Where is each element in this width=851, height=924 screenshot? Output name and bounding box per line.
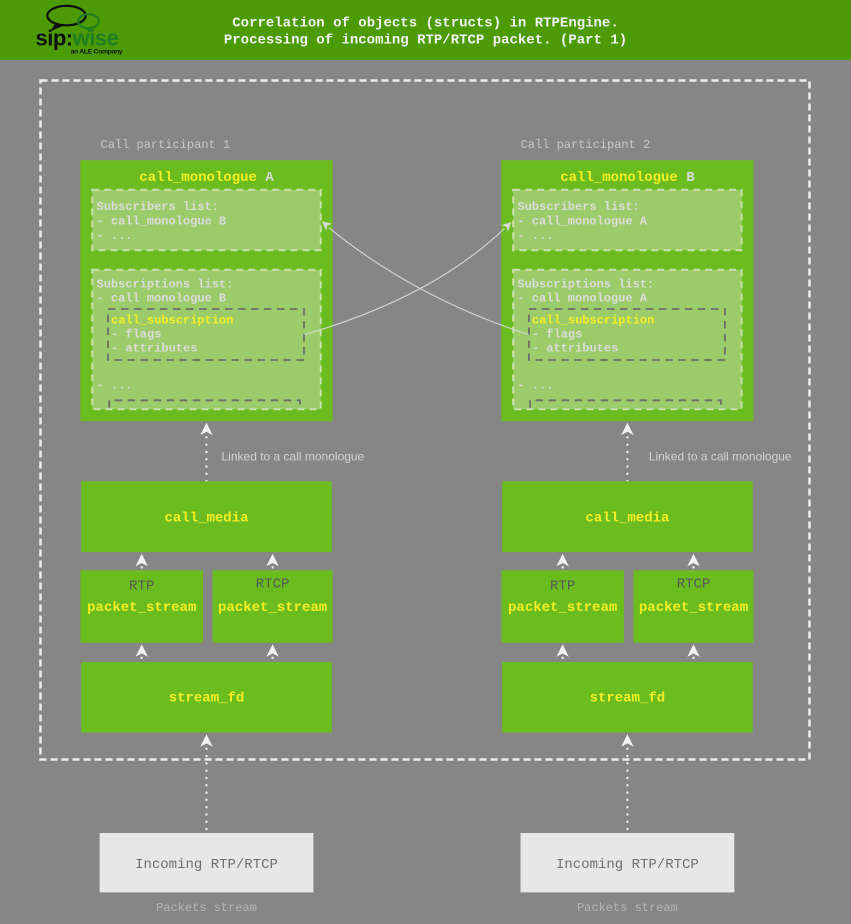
- svg-text:an ALE Company: an ALE Company: [71, 49, 123, 56]
- svg-text:Call participant 1: Call participant 1: [101, 138, 231, 152]
- svg-text:- attributes: - attributes: [111, 341, 197, 355]
- svg-text:packet_stream: packet_stream: [639, 600, 748, 616]
- svg-text:- flags: - flags: [532, 327, 582, 341]
- svg-text:Subscribers list:: Subscribers list:: [517, 200, 639, 214]
- svg-text:stream_fd: stream_fd: [169, 691, 245, 707]
- svg-text:call_monologue A: call_monologue A: [139, 170, 274, 186]
- svg-text:- call_monologue B: - call_monologue B: [97, 215, 227, 229]
- svg-text:call_media: call_media: [164, 511, 249, 527]
- svg-text:- ...: - ...: [97, 379, 133, 393]
- svg-text:RTP: RTP: [129, 579, 154, 595]
- svg-text:- call_monologue A: - call_monologue A: [517, 215, 647, 229]
- svg-text:RTCP: RTCP: [256, 577, 290, 593]
- svg-text:- call monologue B: - call monologue B: [97, 292, 227, 306]
- svg-text:packet_stream: packet_stream: [508, 600, 617, 616]
- svg-text:packet_stream: packet_stream: [218, 600, 327, 616]
- svg-text:Subscriptions list:: Subscriptions list:: [97, 277, 234, 291]
- svg-text:- ...: - ...: [517, 229, 553, 243]
- svg-text:Subscribers list:: Subscribers list:: [97, 200, 219, 214]
- svg-text:- ...: - ...: [97, 229, 133, 243]
- svg-text:stream_fd: stream_fd: [590, 691, 666, 707]
- svg-text:call_subscription: call_subscription: [111, 313, 233, 327]
- svg-text:- attributes: - attributes: [532, 341, 618, 355]
- svg-text:Processing of incoming RTP/RTC: Processing of incoming RTP/RTCP packet. …: [224, 33, 627, 49]
- svg-text:- call monologue A: - call monologue A: [517, 292, 647, 306]
- svg-text:Call participant 2: Call participant 2: [521, 138, 651, 152]
- svg-text:call_media: call_media: [585, 511, 670, 527]
- svg-text:Correlation of objects (struct: Correlation of objects (structs) in RTPE…: [232, 16, 618, 32]
- svg-text:Linked to a call monologue: Linked to a call monologue: [649, 450, 792, 464]
- svg-text:Packets stream: Packets stream: [577, 901, 678, 915]
- svg-text:Incoming RTP/RTCP: Incoming RTP/RTCP: [556, 857, 699, 873]
- svg-text:Packets stream: Packets stream: [156, 901, 257, 915]
- svg-text:Subscriptions list:: Subscriptions list:: [517, 277, 654, 291]
- svg-text:RTCP: RTCP: [677, 577, 711, 593]
- svg-text:call_monologue B: call_monologue B: [560, 170, 695, 186]
- svg-text:- flags: - flags: [111, 327, 161, 341]
- svg-text:packet_stream: packet_stream: [87, 600, 196, 616]
- svg-text:call_subscription: call_subscription: [532, 313, 654, 327]
- svg-text:Incoming RTP/RTCP: Incoming RTP/RTCP: [135, 857, 278, 873]
- svg-text:sip:wise: sip:wise: [36, 26, 119, 51]
- svg-text:Linked to a call monologue: Linked to a call monologue: [222, 450, 365, 464]
- svg-text:RTP: RTP: [550, 579, 575, 595]
- svg-text:- ...: - ...: [517, 379, 553, 393]
